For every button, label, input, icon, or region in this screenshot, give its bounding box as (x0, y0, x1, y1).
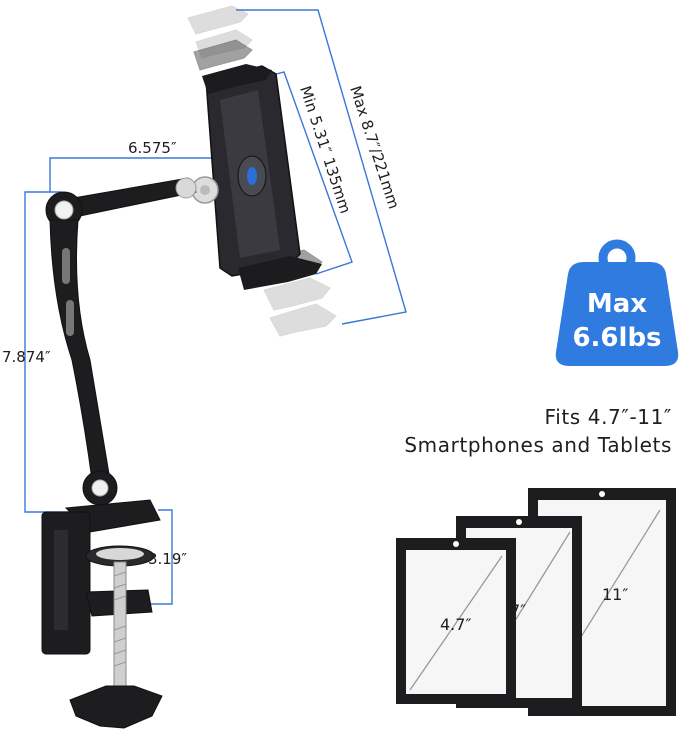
device-size-comparison (396, 488, 676, 716)
tablet-mount-arm-illustration (41, 5, 337, 729)
device-label-11: 11″ (602, 585, 628, 604)
compatibility-line1: Fits 4.7″-11″ (545, 405, 672, 429)
weight-badge-line2: 6.6lbs (572, 323, 661, 353)
arm-length-label: 6.575″ (128, 139, 177, 157)
weight-icon (555, 239, 679, 366)
compatibility-line2: Smartphones and Tablets (404, 433, 672, 457)
max-width-line (236, 9, 407, 325)
tablet-outline-icon (396, 538, 516, 704)
max-width-label: Max 8.7″/221mm (346, 84, 403, 211)
device-label-7: 7″ (510, 601, 526, 620)
weight-badge-line1: Max (587, 289, 647, 319)
device-label-4-7: 4.7″ (440, 615, 471, 634)
clamp-opening-label: 3.19″ (148, 550, 187, 568)
arm-height-label: 7.874″ (2, 348, 51, 366)
